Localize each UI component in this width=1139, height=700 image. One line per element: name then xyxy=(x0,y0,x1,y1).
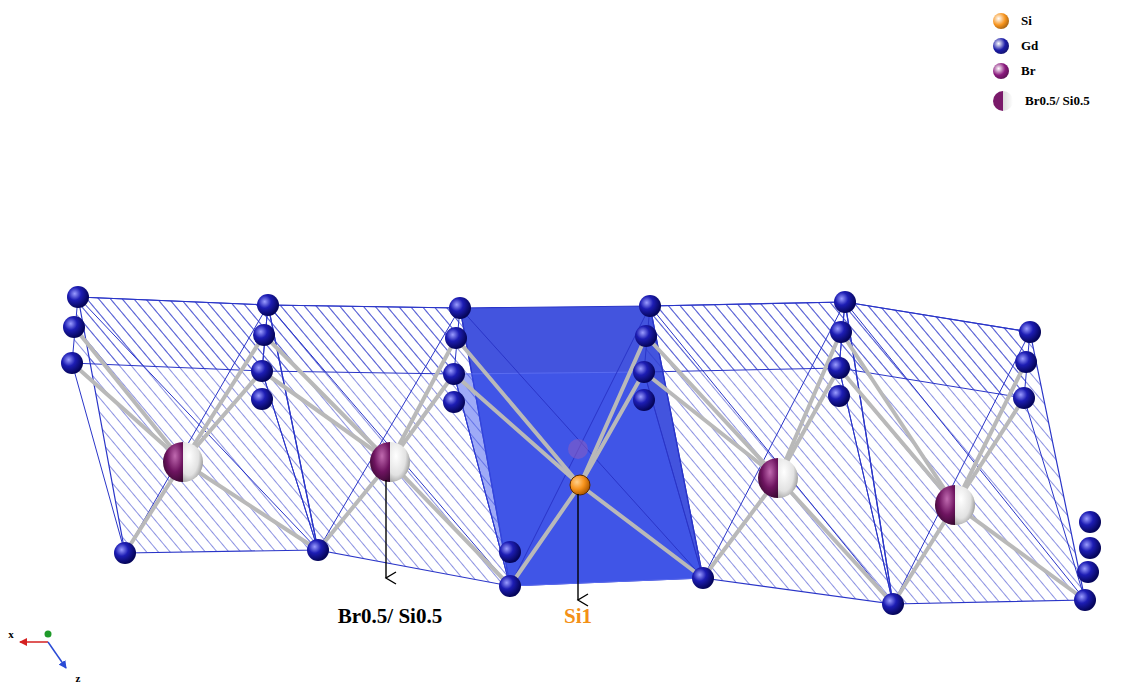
gd-atom xyxy=(1079,511,1101,533)
gd-atom xyxy=(257,294,279,316)
gd-atom xyxy=(1079,537,1101,559)
axis-arrow xyxy=(48,642,66,668)
axis-dot xyxy=(45,631,52,638)
legend-entry: Br xyxy=(993,63,1035,79)
legend-swatch xyxy=(993,91,1013,111)
axis-arrow xyxy=(20,641,48,643)
si-atom xyxy=(570,475,590,495)
gd-atom xyxy=(1015,351,1037,373)
bond xyxy=(646,336,778,478)
bond xyxy=(778,332,841,478)
octahedron-face xyxy=(839,302,1030,398)
legend-text: Br xyxy=(1021,63,1035,79)
gd-atom xyxy=(445,327,467,349)
legend-entry: Si xyxy=(993,13,1032,29)
pointer-arrow xyxy=(385,480,386,578)
gd-atom xyxy=(692,567,714,589)
legend-text: Si xyxy=(1021,13,1032,29)
gd-atom xyxy=(1077,561,1099,583)
bond xyxy=(580,336,646,485)
bond xyxy=(390,462,510,586)
octahedron-edge xyxy=(510,306,650,586)
legend-swatch xyxy=(993,13,1009,29)
gd-atom xyxy=(253,324,275,346)
pointer-arrow xyxy=(577,494,578,600)
legend-swatch xyxy=(993,63,1009,79)
bond xyxy=(580,485,703,578)
bond xyxy=(74,327,183,462)
gd-atom xyxy=(449,297,471,319)
bond xyxy=(841,332,955,505)
bond xyxy=(955,505,1085,600)
axis-label: x xyxy=(8,628,14,640)
mixed-atom xyxy=(390,442,410,482)
axis-label: z xyxy=(76,672,81,684)
mixed-atom xyxy=(758,458,778,498)
gd-atom xyxy=(633,361,655,383)
octahedron-edge xyxy=(72,363,125,553)
site-label: Si1 xyxy=(564,604,592,629)
mixed-atom xyxy=(163,442,183,482)
mixed-atom xyxy=(370,442,390,482)
bond xyxy=(955,362,1026,505)
octahedron-edge xyxy=(1024,398,1085,600)
mixed-atom xyxy=(778,458,798,498)
gd-atom xyxy=(633,389,655,411)
legend-text: Br0.5/ Si0.5 xyxy=(1025,93,1090,109)
octahedron-edge xyxy=(703,302,845,578)
gd-atom xyxy=(251,388,273,410)
gd-atom xyxy=(882,593,904,615)
gd-atom xyxy=(834,291,856,313)
gd-atom xyxy=(499,541,521,563)
gd-atom xyxy=(639,295,661,317)
gd-atom xyxy=(307,539,329,561)
gd-atom xyxy=(499,575,521,597)
bond xyxy=(72,363,183,462)
gd-atom xyxy=(63,316,85,338)
legend-text: Gd xyxy=(1021,38,1038,54)
bond xyxy=(264,335,390,462)
legend-entry: Gd xyxy=(993,38,1038,54)
gd-atom xyxy=(828,357,850,379)
gd-atom xyxy=(1019,321,1041,343)
octahedron-edge xyxy=(845,302,1085,600)
gd-atom xyxy=(635,325,657,347)
gd-atom xyxy=(61,352,83,374)
bond xyxy=(778,478,893,604)
gd-atom xyxy=(443,363,465,385)
gd-atom xyxy=(828,385,850,407)
site-label: Br0.5/ Si0.5 xyxy=(338,604,442,629)
bond xyxy=(510,485,580,586)
bond xyxy=(839,368,955,505)
br-ghost-atom xyxy=(568,439,588,459)
gd-atom xyxy=(114,542,136,564)
gd-atom xyxy=(251,360,273,382)
bond xyxy=(262,371,390,462)
mixed-atom xyxy=(183,442,203,482)
gd-atom xyxy=(443,391,465,413)
legend-entry: Br0.5/ Si0.5 xyxy=(993,91,1090,111)
gd-atom xyxy=(67,286,89,308)
mixed-atom xyxy=(955,485,975,525)
bond xyxy=(644,372,778,478)
bond xyxy=(183,462,318,550)
gd-atom xyxy=(1013,387,1035,409)
mixed-atom xyxy=(935,485,955,525)
bond xyxy=(454,374,580,485)
gd-atom xyxy=(830,321,852,343)
legend-swatch xyxy=(993,38,1009,54)
octahedron-edge xyxy=(893,332,1030,604)
bond xyxy=(456,338,580,485)
bond xyxy=(580,372,644,485)
gd-atom xyxy=(1074,589,1096,611)
